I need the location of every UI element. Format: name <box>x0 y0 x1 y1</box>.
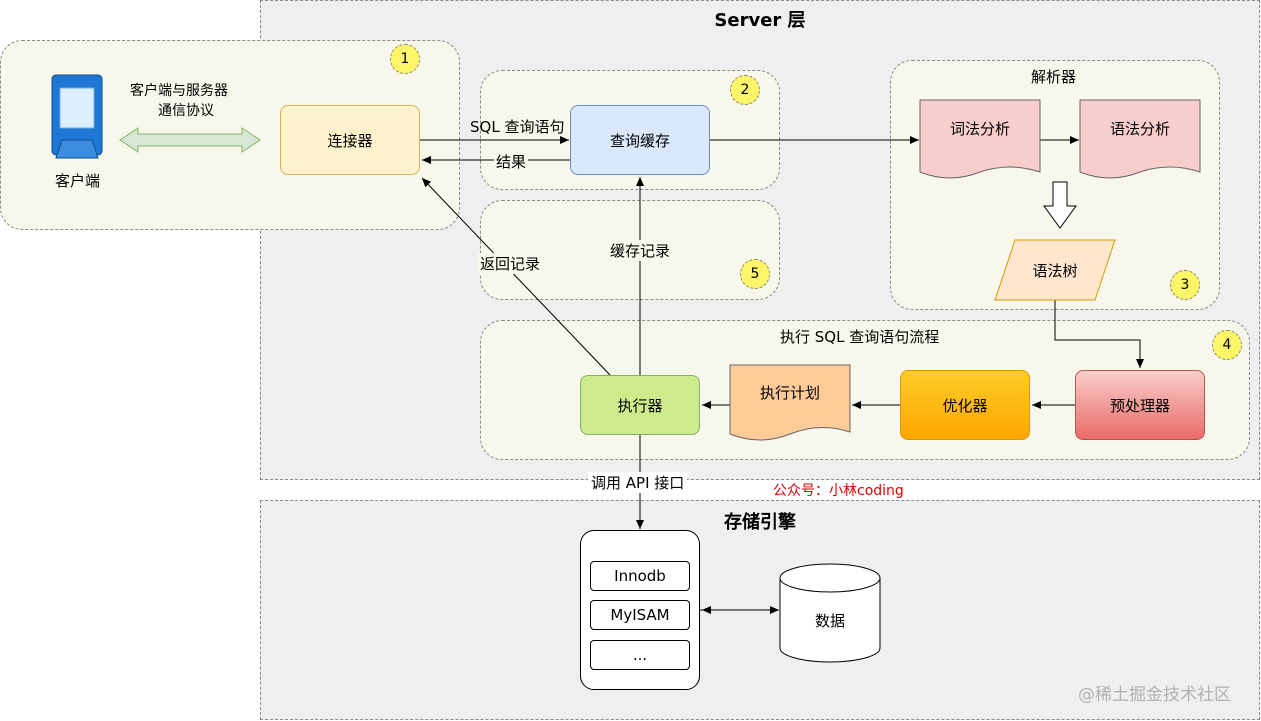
exec-flow-badge: 4 <box>1212 330 1242 360</box>
cache-record-badge: 5 <box>740 259 770 289</box>
exec-flow-title: 执行 SQL 查询语句流程 <box>780 328 940 346</box>
data-label: 数据 <box>814 611 845 630</box>
syntax-label: 语法分析 <box>1109 119 1170 138</box>
hollow-down-arrow <box>1043 181 1077 229</box>
syntax-shape <box>1079 99 1201 179</box>
lexical-label: 词法分析 <box>949 119 1010 138</box>
arrow-return-record <box>421 177 611 376</box>
optimizer-box: 优化器 <box>900 370 1030 440</box>
watermark: @稀土掘金技术社区 <box>1078 685 1231 705</box>
storage-engine-title: 存储引擎 <box>724 512 796 533</box>
client-label: 客户端 <box>55 172 101 190</box>
query-cache-badge: 2 <box>730 75 760 105</box>
protocol-label-line1: 客户端与服务器 <box>130 83 228 99</box>
return-record-label: 返回记录 <box>478 253 543 274</box>
monitor-icon <box>51 74 103 159</box>
executor-box: 执行器 <box>580 375 700 435</box>
plan-label: 执行计划 <box>759 384 820 402</box>
call-api-label: 调用 API 接口 <box>588 472 688 493</box>
parser-title: 解析器 <box>1031 68 1077 86</box>
engine-item-innodb: Innodb <box>590 561 690 591</box>
cache-record-label: 缓存记录 <box>608 240 673 261</box>
preprocessor-box: 预处理器 <box>1075 370 1205 440</box>
server-layer-title: Server 层 <box>714 10 806 31</box>
data-cylinder <box>779 578 881 663</box>
connector-box: 连接器 <box>280 105 420 175</box>
syntax-tree-label: 语法树 <box>1032 261 1078 280</box>
result-label: 结果 <box>494 151 529 172</box>
connector-badge: 1 <box>390 44 420 74</box>
lexical-shape <box>919 99 1041 179</box>
engine-item-more: ... <box>590 640 690 670</box>
sql-query-label: SQL 查询语句 <box>470 118 565 136</box>
parser-badge: 3 <box>1170 270 1200 300</box>
public-account-note: 公众号：小林coding <box>773 483 904 499</box>
cache-record-region <box>480 200 780 300</box>
plan-shape <box>729 364 851 441</box>
arrow-tree-to-preprocessor <box>1054 300 1144 368</box>
protocol-label-line2: 通信协议 <box>158 103 214 119</box>
query-cache-box: 查询缓存 <box>570 105 710 175</box>
syntax-tree-shape <box>994 239 1116 301</box>
engine-item-myisam: MyISAM <box>590 600 690 630</box>
protocol-double-arrow <box>119 127 261 153</box>
